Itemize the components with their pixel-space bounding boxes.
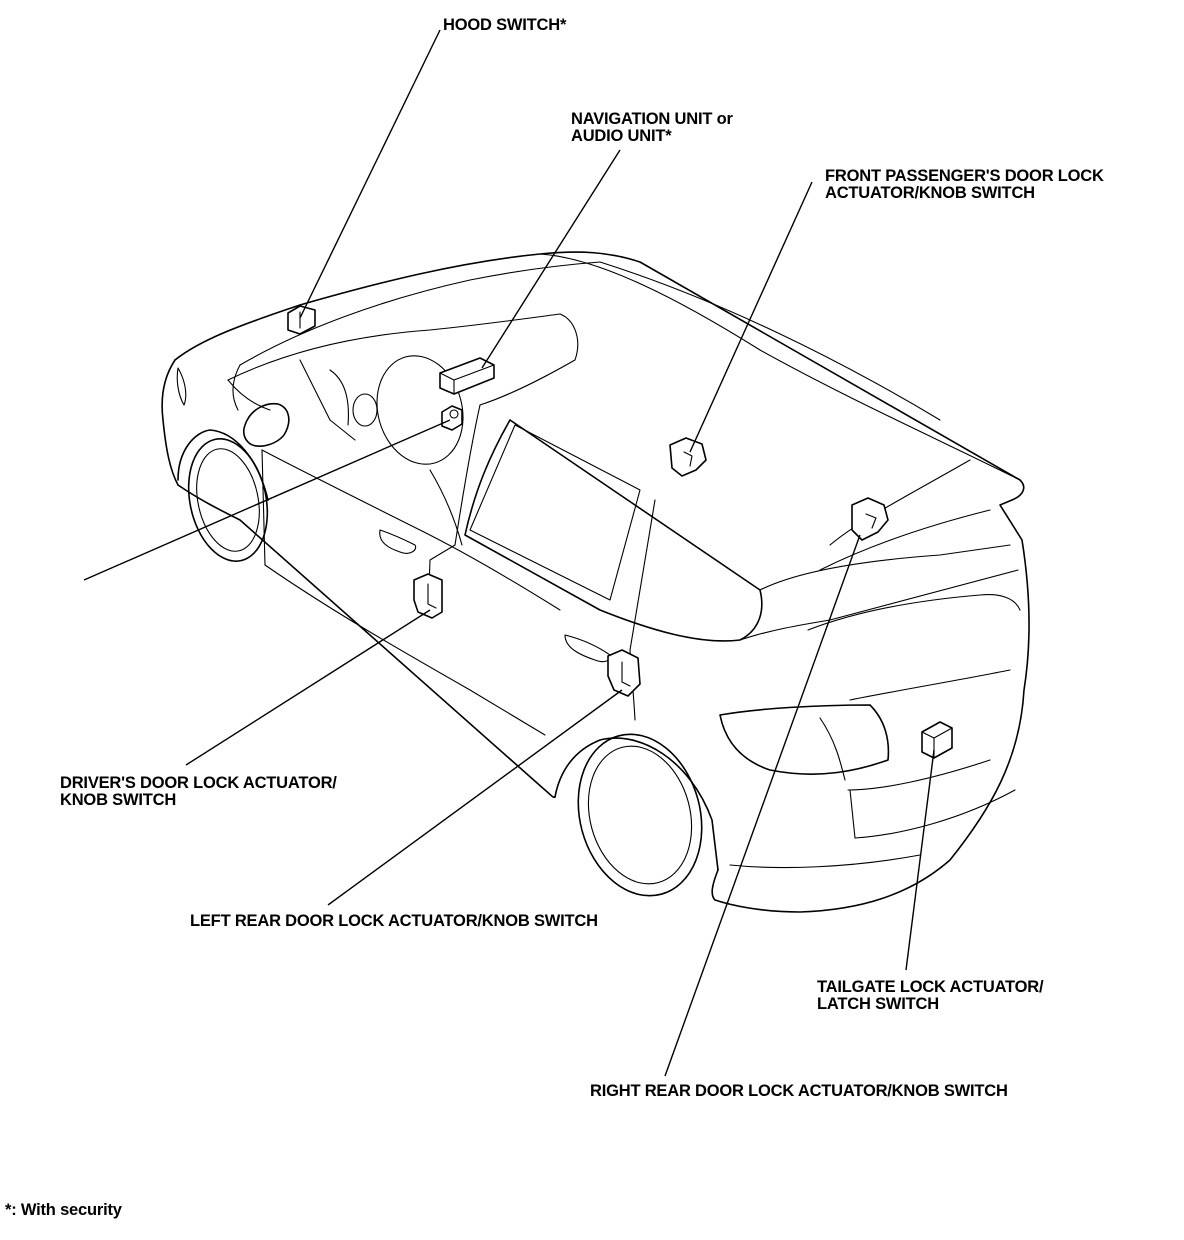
tailgate-actuator-label: TAILGATE LOCK ACTUATOR/ LATCH SWITCH <box>817 978 1044 1013</box>
left-rear-leader <box>327 689 623 906</box>
driver-door-actuator-label: DRIVER'S DOOR LOCK ACTUATOR/ KNOB SWITCH <box>60 774 337 809</box>
left-rear-actuator-part <box>607 649 641 697</box>
hood-switch-label: HOOD SWITCH* <box>443 16 567 34</box>
tailgate-latch-part <box>921 721 953 759</box>
front-passenger-actuator-label: FRONT PASSENGER'S DOOR LOCK ACTUATOR/KNO… <box>825 167 1104 202</box>
driver-door-actuator-part <box>413 573 443 619</box>
navigation-unit-label: NAVIGATION UNIT or AUDIO UNIT* <box>571 110 733 145</box>
front-passenger-actuator-part <box>669 437 707 477</box>
front-passenger-leader <box>689 181 813 453</box>
footnote: *: With security <box>5 1201 122 1219</box>
driver-knob-part <box>441 405 463 431</box>
right-rear-actuator-label: RIGHT REAR DOOR LOCK ACTUATOR/KNOB SWITC… <box>590 1082 1008 1100</box>
tailgate-leader <box>905 749 935 971</box>
hood-switch-leader <box>299 29 441 319</box>
left-rear-actuator-label: LEFT REAR DOOR LOCK ACTUATOR/KNOB SWITCH <box>190 912 598 930</box>
hood-switch-part <box>287 305 316 335</box>
right-rear-leader <box>664 534 861 1077</box>
navigation-unit-leader <box>481 149 621 369</box>
navigation-unit-part <box>439 357 495 395</box>
driver-door-leader <box>185 609 431 766</box>
vehicle-outline <box>161 251 1030 913</box>
right-rear-actuator-part <box>851 497 889 541</box>
driver-knob-leader <box>83 419 451 581</box>
leader-lines <box>83 29 935 1077</box>
